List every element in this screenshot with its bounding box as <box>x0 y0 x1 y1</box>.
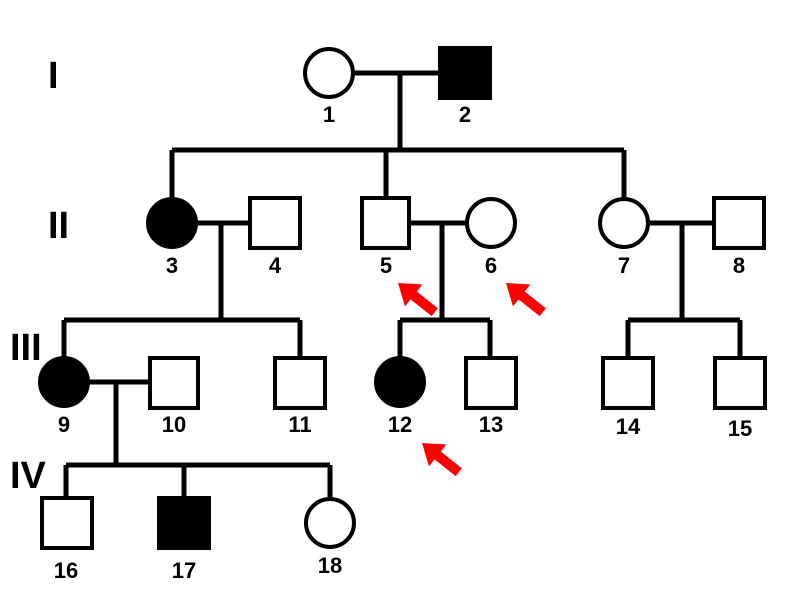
individual-label: 10 <box>162 412 186 437</box>
individual-label: 14 <box>616 414 641 439</box>
female-symbol <box>303 47 355 99</box>
male-symbol <box>148 356 200 410</box>
individual-16: 16 <box>40 496 94 583</box>
individual-label: 16 <box>54 558 78 583</box>
male-symbol <box>360 196 411 250</box>
generation-label-III: III <box>10 327 42 369</box>
male-symbol <box>601 356 655 410</box>
individual-label: 6 <box>485 253 497 278</box>
individual-3: 3 <box>146 197 198 278</box>
male-symbol <box>712 196 766 250</box>
male-symbol <box>464 356 518 410</box>
individual-18: 18 <box>304 497 356 578</box>
arrow-icon <box>506 283 546 317</box>
female-symbol <box>465 197 517 249</box>
individual-11: 11 <box>273 356 327 437</box>
male-symbol <box>713 356 767 410</box>
highlight-arrows <box>398 283 546 477</box>
female-symbol-affected <box>146 197 198 249</box>
generation-label-I: I <box>48 55 59 97</box>
individual-1: 1 <box>303 47 355 127</box>
individual-label: 11 <box>288 412 311 437</box>
individual-label: 17 <box>172 558 196 583</box>
female-symbol-affected <box>38 356 90 408</box>
individual-label: 8 <box>733 253 745 278</box>
individual-label: 12 <box>388 412 412 437</box>
individual-14: 14 <box>601 356 655 439</box>
individual-8: 8 <box>712 196 766 278</box>
individual-9: 9 <box>38 356 90 437</box>
individual-12: 12 <box>374 356 426 437</box>
individual-7: 7 <box>598 197 650 278</box>
individual-label: 7 <box>618 253 630 278</box>
individual-label: 3 <box>166 253 178 278</box>
individual-label: 13 <box>479 412 503 437</box>
male-symbol <box>40 496 94 550</box>
individual-label: 18 <box>318 553 342 578</box>
male-symbol-affected <box>438 46 492 100</box>
individual-label: 5 <box>380 253 392 278</box>
individual-13: 13 <box>464 356 518 437</box>
arrow-icon <box>422 443 462 477</box>
pedigree-lines <box>61 70 743 498</box>
male-symbol <box>273 356 327 410</box>
individual-17: 17 <box>157 496 211 583</box>
female-symbol <box>598 197 650 249</box>
arrow-icon <box>398 283 438 317</box>
individual-label: 1 <box>323 102 335 127</box>
individual-label: 15 <box>728 416 752 441</box>
generation-label-IV: IV <box>10 455 47 497</box>
female-symbol <box>304 497 356 549</box>
generation-label-II: II <box>48 205 69 247</box>
individual-15: 15 <box>713 356 767 441</box>
male-symbol <box>248 196 302 250</box>
female-symbol-affected <box>374 356 426 408</box>
individual-label: 9 <box>58 412 70 437</box>
individual-label: 4 <box>269 253 282 278</box>
male-symbol-affected <box>157 496 211 550</box>
individual-6: 6 <box>465 197 517 278</box>
individual-label: 2 <box>459 102 471 127</box>
individual-5: 5 <box>360 196 411 278</box>
individual-2: 2 <box>438 46 492 127</box>
individual-4: 4 <box>248 196 302 278</box>
individual-10: 10 <box>148 356 200 437</box>
